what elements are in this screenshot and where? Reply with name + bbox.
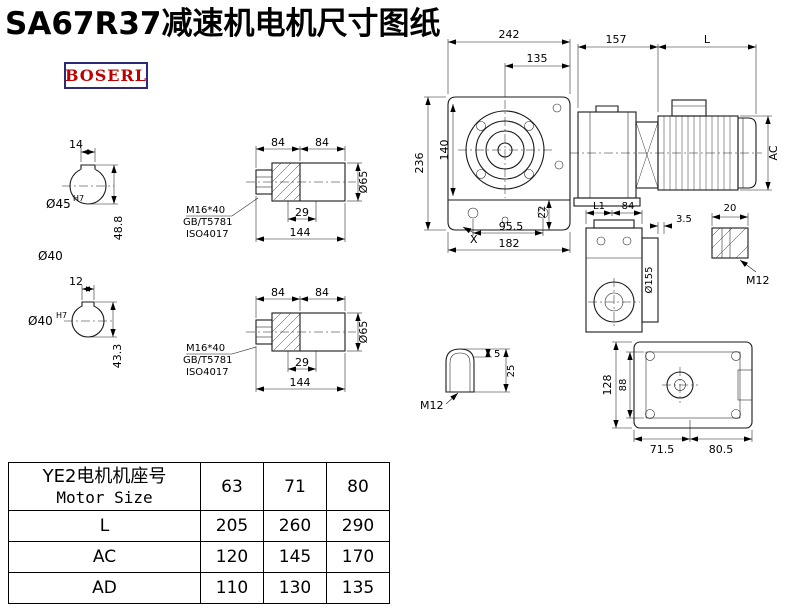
dim-hollow2-seg2: 84 (315, 286, 329, 299)
dim-front-center-height: 140 (438, 140, 451, 161)
view-solid-shaft-1: 14 Ø45 H7 48.8 Ø40 (38, 138, 125, 263)
label-flange-diameter: Ø155 (643, 267, 655, 294)
label-hollow1-bolt: M16*40 (186, 205, 225, 216)
label-shaft1-od: Ø40 (38, 249, 63, 263)
table-header-en: Motor Size (56, 487, 153, 507)
row-AC-label: AC (8, 541, 201, 573)
label-hollow2-std2: ISO4017 (186, 367, 229, 378)
dim-side-diameter-AC: AC (767, 145, 780, 160)
row-AC-value-80: 170 (326, 541, 390, 573)
table-size-71: 71 (263, 462, 327, 511)
dim-topview-tap-width: 20 (724, 203, 737, 214)
dim-hollow1-inner: 29 (295, 206, 309, 219)
dim-shaft2-keyway-height: 43.3 (111, 344, 124, 369)
dim-key-depth: 5 (494, 349, 500, 360)
dim-topview-84: 84 (622, 201, 635, 212)
table-size-63: 63 (200, 462, 264, 511)
dim-side-length1: 157 (606, 33, 627, 46)
row-AD-value-63: 110 (200, 572, 264, 604)
table-row: AD 110 130 135 (8, 572, 390, 604)
view-solid-shaft-2: 12 Ø40 H7 43.3 (28, 275, 124, 368)
row-AD-label: AD (8, 572, 201, 604)
dim-topview-L1: L1 (593, 201, 605, 212)
row-AC-value-63: 120 (200, 541, 264, 573)
dim-hollow1-seg2: 84 (315, 136, 329, 149)
row-AD-value-71: 130 (263, 572, 327, 604)
table-header-frame: YE2电机机座号 Motor Size (8, 462, 201, 511)
label-shaft2-bore-tolerance: H7 (56, 311, 67, 320)
table-row: L 205 260 290 (8, 510, 390, 542)
label-shaft2-bore: Ø40 (28, 314, 53, 328)
dim-hollow2-total: 144 (290, 376, 311, 389)
view-hollow-shaft-top: 84 84 M16*40 GB/T5781 ISO4017 29 144 Ø65 (183, 136, 370, 242)
row-AC-value-71: 145 (263, 541, 327, 573)
dim-hollow1-diameter: Ø65 (357, 171, 370, 194)
technical-drawing: 14 Ø45 H7 48.8 Ø40 12 Ø40 H7 43.3 (28, 28, 780, 456)
dim-hollow2-diameter: Ø65 (357, 321, 370, 344)
row-L-value-71: 260 (263, 510, 327, 542)
label-front-x-mark: X (470, 233, 478, 246)
dim-shaft2-keyway-width: 12 (69, 275, 83, 288)
label-hollow1-std1: GB/T5781 (183, 217, 233, 228)
row-L-label: L (8, 510, 201, 542)
dim-front-width: 242 (499, 28, 520, 41)
label-hollow2-bolt: M16*40 (186, 343, 225, 354)
dim-bottom-w2: 80.5 (709, 443, 734, 456)
table-size-80: 80 (326, 462, 390, 511)
dim-front-feet-span: 95.5 (499, 220, 524, 233)
view-key-detail: 5 25 M12 (420, 348, 517, 412)
motor-size-table: YE2电机机座号 Motor Size 63 71 80 L 205 260 2… (8, 462, 390, 604)
table-header-cn: YE2电机机座号 (42, 465, 167, 487)
dim-front-base: 182 (499, 237, 520, 250)
dim-key-width: 25 (506, 365, 517, 378)
label-shaft1-bore-tolerance: H7 (73, 194, 84, 203)
dim-bottom-height: 128 (601, 375, 614, 396)
dim-shaft1-keyway-height: 48.8 (112, 216, 125, 241)
dim-side-length-L: L (704, 33, 711, 46)
dim-hollow1-total: 144 (290, 226, 311, 239)
label-shaft1-bore: Ø45 (46, 197, 71, 211)
label-hollow2-std1: GB/T5781 (183, 355, 233, 366)
brand-logo: BOSERL (64, 62, 148, 89)
table-row: AC 120 145 170 (8, 541, 390, 573)
view-motor-bottom: 128 88 71.5 80.5 (601, 341, 753, 456)
row-L-value-63: 205 (200, 510, 264, 542)
dim-bottom-w1: 71.5 (650, 443, 675, 456)
page-title: SA67R37减速机电机尺寸图纸 (5, 6, 441, 42)
dim-hollow1-seg1: 84 (271, 136, 285, 149)
dim-front-upper: 135 (527, 52, 548, 65)
dim-shaft1-keyway-width: 14 (69, 138, 83, 151)
label-key-tap: M12 (420, 399, 444, 412)
view-hollow-shaft-bottom: 84 84 M16*40 GB/T5781 ISO4017 29 144 Ø65 (183, 286, 370, 392)
label-hollow1-std2: ISO4017 (186, 229, 229, 240)
dim-front-height: 236 (413, 153, 426, 174)
dim-bottom-inner-height: 88 (618, 379, 629, 392)
view-gearmotor-side: 157 L AC (570, 33, 780, 207)
row-AD-value-80: 135 (326, 572, 390, 604)
dim-hollow2-inner: 29 (295, 356, 309, 369)
dim-front-foot: 22 (537, 206, 548, 219)
row-L-value-80: 290 (326, 510, 390, 542)
dim-topview-plate: 3.5 (676, 214, 692, 225)
view-output-flange: Ø155 L1 84 3.5 20 M12 (585, 201, 770, 333)
label-topview-tap: M12 (746, 274, 770, 287)
view-gearbox-front: 242 135 236 140 22 95.5 182 X (413, 28, 571, 253)
dim-hollow2-seg1: 84 (271, 286, 285, 299)
